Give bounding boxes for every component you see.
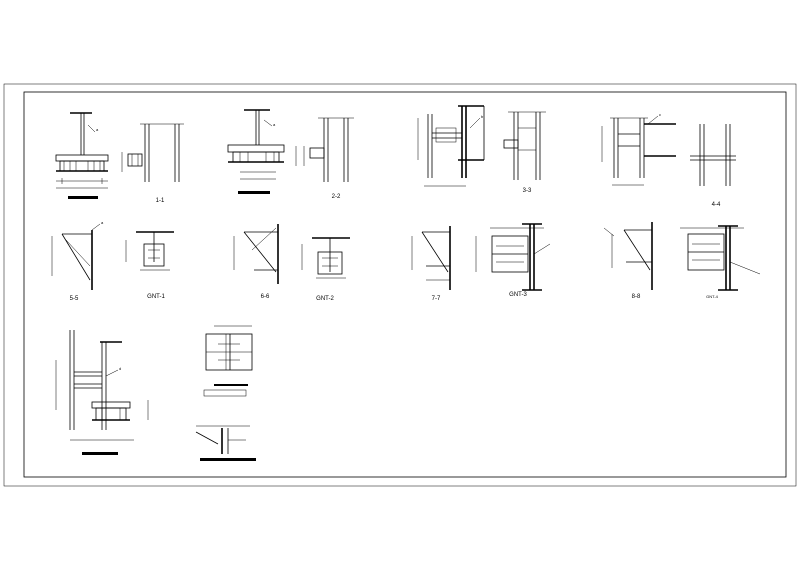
detail-gnt-2: GNT-2 <box>301 237 350 302</box>
label-4-4: 4-4 <box>712 202 721 208</box>
label-8-8: 8-8 <box>632 294 641 300</box>
detail-3-3-section: 3-3 <box>503 111 546 194</box>
detail-7-7-section: 7-7 <box>411 226 451 302</box>
label-7-7: 7-7 <box>432 296 441 302</box>
detail-5-5-section: a 5-5 <box>51 220 104 302</box>
detail-11-weld <box>195 425 256 461</box>
mark-c-4: c <box>659 112 661 117</box>
detail-gnt-4: GNT-4 <box>680 225 761 299</box>
detail-6-6-section: 6-6 <box>233 224 279 300</box>
label-6-6: 6-6 <box>261 294 270 300</box>
detail-2-2-section: 2-2 <box>295 117 354 200</box>
detail-4-beam-column-joint: c <box>601 112 676 186</box>
detail-1-1-section: 1-1 <box>121 123 184 204</box>
outer-frame <box>3 83 797 487</box>
mark-a: a <box>96 127 99 132</box>
inner-frame <box>23 91 787 478</box>
detail-10-plate <box>203 325 253 397</box>
detail-4-4-section: 4-4 <box>690 124 736 208</box>
label-5-5: 5-5 <box>70 296 79 302</box>
mark-b-3: b <box>481 114 484 119</box>
detail-gnt-3: GNT-3 <box>475 223 551 298</box>
detail-8-8-section: 8-8 <box>603 222 653 300</box>
mark-d-9: d <box>119 366 121 371</box>
label-gnt-3: GNT-3 <box>509 292 527 298</box>
label-1-1: 1-1 <box>156 198 165 204</box>
mark-a-5: a <box>101 220 104 225</box>
label-gnt-1: GNT-1 <box>147 294 165 300</box>
label-2-2: 2-2 <box>332 194 341 200</box>
detail-1-column-base: a <box>55 112 109 199</box>
detail-9-column-joint: d <box>55 330 149 455</box>
mark-a-2: a <box>273 122 276 127</box>
detail-gnt-1: GNT-1 <box>125 231 174 300</box>
label-gnt-4: GNT-4 <box>706 294 719 299</box>
label-gnt-2: GNT-2 <box>316 296 334 302</box>
label-3-3: 3-3 <box>523 188 532 194</box>
detail-2-column-base: a <box>227 109 285 194</box>
detail-3-beam-column-joint: b <box>417 105 485 187</box>
